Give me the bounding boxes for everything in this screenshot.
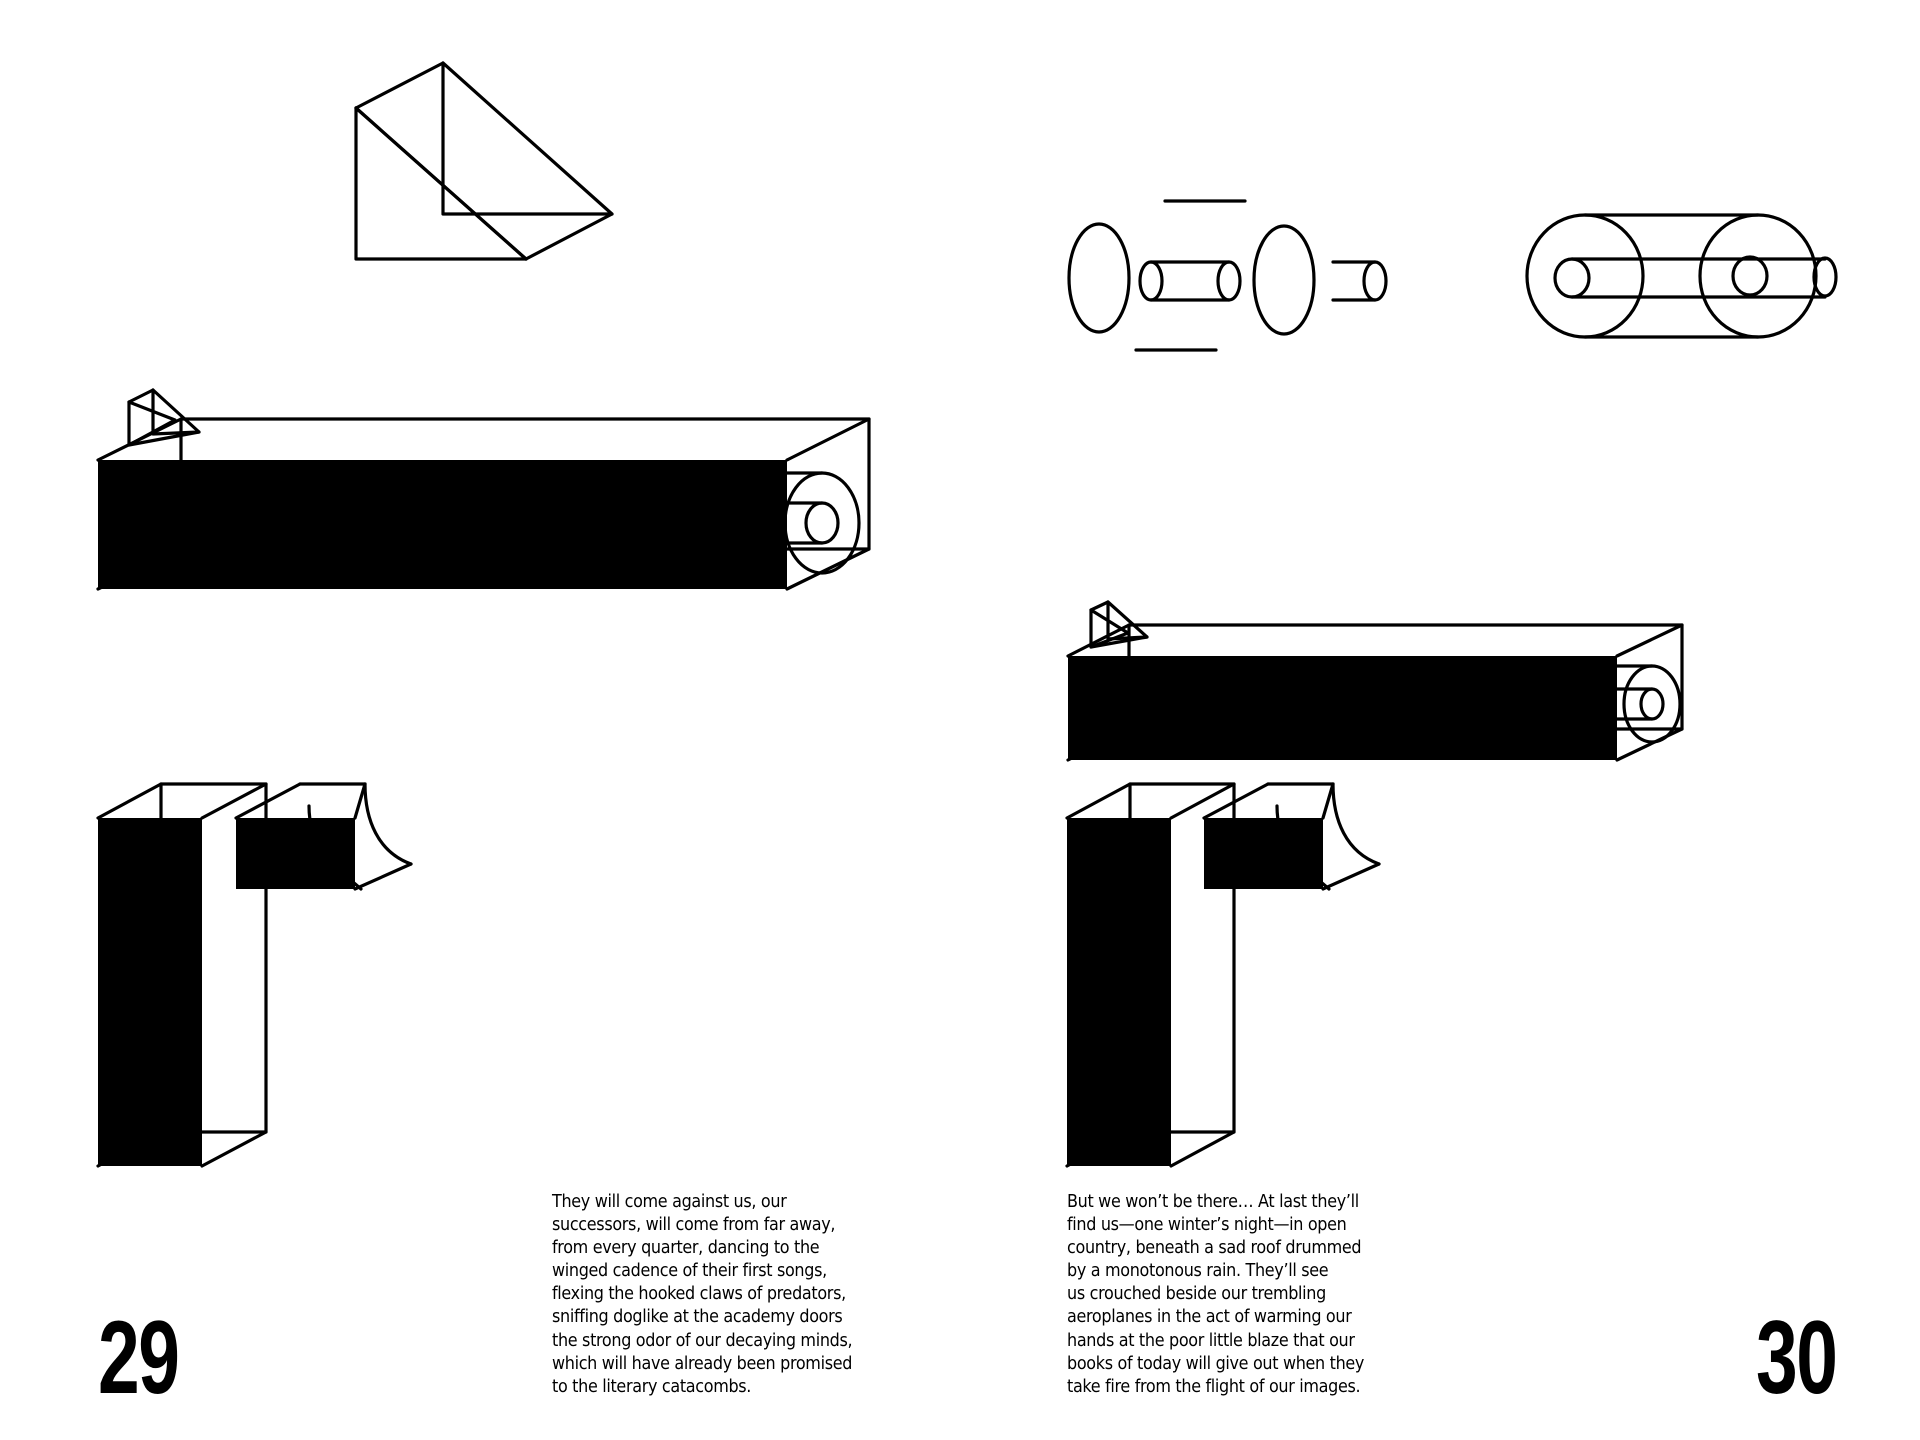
- left-page-paragraph: They will come against us, our successor…: [552, 1192, 853, 1397]
- exploded-cylinder-parts-illustration: [1067, 199, 1388, 352]
- page-number-right: 30: [1756, 1300, 1838, 1416]
- triangular-prism-illustration: [354, 61, 614, 261]
- long-box-with-cylinder-illustration-right: [1066, 600, 1684, 762]
- page-number-left: 29: [98, 1300, 180, 1416]
- tall-box-with-cut-block-illustration-right: [1065, 782, 1381, 1168]
- long-box-with-cylinder-illustration-left: [96, 388, 871, 591]
- right-page-paragraph: But we won’t be there… At last they’ll f…: [1067, 1192, 1365, 1397]
- assembled-cylinder-illustration: [1525, 213, 1838, 339]
- tall-box-with-cut-block-illustration-left: [96, 782, 413, 1168]
